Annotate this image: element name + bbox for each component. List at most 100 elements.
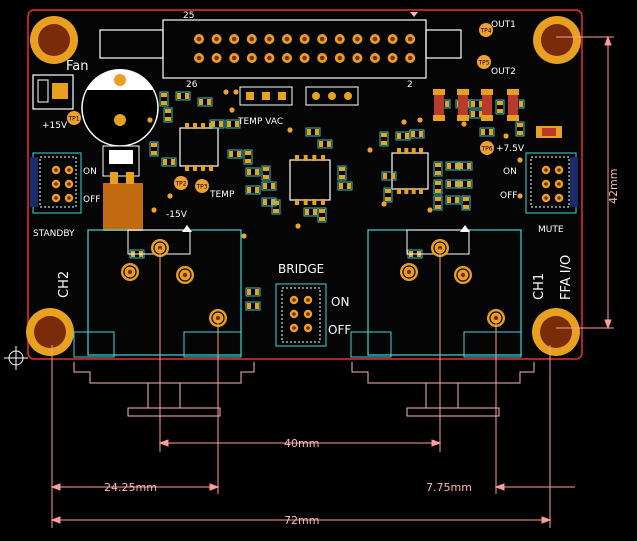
diode-pad	[481, 89, 493, 95]
smd-pad	[237, 151, 241, 157]
switch-pin-hole	[306, 326, 310, 330]
smd-pad	[151, 143, 157, 147]
smd-pad	[339, 175, 345, 179]
header-pin-hole	[355, 55, 360, 61]
output-pin-ring	[456, 268, 470, 282]
smd-pad	[255, 187, 259, 193]
header-pin-hole	[196, 36, 202, 42]
smd-pad	[497, 101, 503, 105]
switch-pin-hole	[544, 196, 548, 200]
smd-pad	[347, 183, 351, 189]
switch-pin-hole	[306, 312, 310, 316]
smd-outline	[461, 195, 471, 211]
ic-pin	[419, 148, 423, 154]
mute-label: MUTE	[538, 225, 564, 235]
diode-pad	[433, 89, 445, 95]
smd-pad	[459, 181, 463, 187]
smd-outline	[245, 287, 261, 297]
switch-pin-hole	[292, 312, 296, 316]
smd-pad	[305, 209, 309, 215]
smd-pad	[219, 121, 223, 127]
regulator-heatsink-pad	[103, 183, 143, 231]
smd-pad	[467, 181, 471, 187]
origin-crosshair	[4, 346, 28, 370]
header-pin-2-label: 2	[407, 80, 413, 90]
smd-pad	[185, 93, 189, 99]
smd-outline	[337, 181, 353, 191]
smd-pad	[263, 167, 269, 171]
mounting-hole-top-right	[533, 16, 581, 64]
mounting-hole-top-left	[30, 16, 78, 64]
header-pin-hole	[214, 36, 219, 42]
output-pin-ring	[123, 265, 137, 279]
smd-pad	[161, 93, 167, 97]
smd-pad	[263, 183, 267, 189]
via	[417, 117, 423, 123]
ic-pin	[321, 155, 325, 161]
smd-outline	[305, 127, 321, 137]
connector-profile-left	[73, 362, 255, 417]
ch1-label: CH1	[532, 273, 547, 300]
smd-outline	[337, 165, 347, 181]
smd-pad	[435, 163, 441, 167]
smd-pad	[447, 197, 451, 203]
smd-outline	[225, 119, 241, 129]
via	[287, 127, 293, 133]
diode-pad	[457, 89, 469, 95]
fan-label: Fan	[66, 59, 89, 74]
smd-pad	[419, 131, 423, 137]
via	[223, 89, 229, 95]
smd-pad	[383, 173, 387, 179]
smd-pad	[211, 121, 215, 127]
integrated-circuits	[179, 123, 429, 205]
smd-outline	[445, 195, 461, 205]
via	[401, 119, 407, 125]
connector-pin	[278, 92, 286, 100]
smd-outline	[457, 179, 473, 189]
via	[517, 157, 523, 163]
dimension-42mm: 42mm	[607, 169, 620, 204]
smd-pad	[447, 181, 451, 187]
diode-pad	[507, 115, 519, 121]
header-pin-hole	[337, 55, 343, 61]
smd-pad	[247, 303, 251, 309]
header-pin-hole	[407, 55, 413, 61]
output-pin-hole	[127, 269, 133, 275]
via	[241, 233, 247, 239]
smd-outline	[245, 301, 261, 311]
ic-pin	[404, 148, 409, 154]
header-pin-hole	[302, 36, 307, 42]
smd-pad	[339, 167, 345, 171]
smd-pad	[199, 99, 203, 105]
dimension-40mm: 40mm	[284, 437, 319, 450]
temp-vac-label: TEMP VAC	[237, 117, 283, 127]
via	[517, 193, 523, 199]
smd-pad	[165, 117, 171, 121]
smd-pad	[151, 151, 157, 155]
smd-pad	[161, 101, 167, 105]
ic-outline	[179, 127, 219, 167]
header-pin-hole	[319, 55, 325, 61]
via	[167, 193, 173, 199]
ic-pin	[404, 188, 409, 194]
smd-pad	[411, 131, 415, 137]
output-pin-ring	[178, 268, 192, 282]
header-pin-hole	[284, 36, 290, 42]
smd-pad	[385, 197, 391, 201]
ic-pin	[193, 165, 197, 171]
smd-outline	[379, 131, 389, 147]
switch-pin-hole	[557, 182, 561, 186]
temp-label: TEMP	[209, 190, 235, 200]
smd-pad	[163, 159, 167, 165]
smd-pad	[255, 169, 259, 175]
header-pin-26-label: 26	[186, 80, 198, 90]
output-pin-hole	[493, 315, 499, 321]
diode-pad	[457, 115, 469, 121]
smd-outline	[227, 149, 243, 159]
output-pin-hole	[460, 272, 466, 278]
test-point-label: TP5	[477, 60, 489, 67]
header-pin-hole	[284, 55, 290, 61]
via	[295, 223, 301, 229]
on-label-left: ON	[83, 167, 97, 177]
